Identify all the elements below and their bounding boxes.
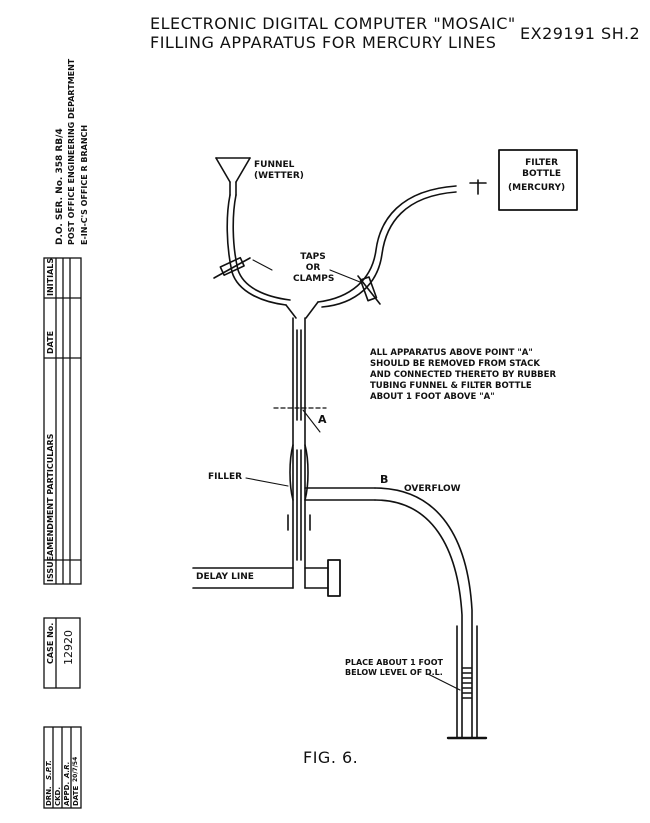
place-line-1: PLACE ABOUT 1 FOOT	[345, 658, 443, 667]
filler-label: FILLER	[208, 472, 243, 482]
title-line-1: ELECTRONIC DIGITAL COMPUTER "MOSAIC"	[150, 14, 516, 33]
point-b-label: B	[380, 473, 389, 486]
point-a-label: A	[318, 413, 327, 426]
funnel-label-line-1: FUNNEL	[254, 160, 295, 170]
taps-line-1: TAPS	[300, 252, 326, 262]
measuring-cylinder	[446, 625, 488, 740]
note-line-2: SHOULD BE REMOVED FROM STACK	[370, 359, 540, 369]
filter-bottle	[498, 149, 578, 211]
place-line-2: BELOW LEVEL OF D.L.	[345, 668, 443, 677]
note-line-3: AND CONNECTED THERETO BY RUBBER	[370, 370, 556, 380]
filter-bottle-line-2: BOTTLE	[522, 169, 562, 179]
figure-label: FIG. 6.	[303, 748, 359, 767]
taps-label: TAPS OR CLAMPS	[293, 252, 335, 285]
left-tap	[213, 256, 251, 279]
drawing-number: EX29191 SH.2	[520, 24, 641, 43]
filter-bottle-label: FILTER BOTTLE (MERCURY)	[508, 158, 565, 194]
note-line-5: ABOUT 1 FOOT ABOVE "A"	[370, 392, 495, 402]
right-tap	[357, 275, 381, 305]
overflow-label: OVERFLOW	[404, 484, 461, 494]
filter-bottle-line-1: FILTER	[525, 158, 559, 168]
taps-line-2: OR	[305, 263, 321, 273]
note-line-4: TUBING FUNNEL & FILTER BOTTLE	[370, 381, 532, 391]
funnel-label-line-2: (WETTER)	[254, 171, 304, 181]
filter-bottle-line-3: (MERCURY)	[508, 183, 566, 193]
note-line-1: ALL APPARATUS ABOVE POINT "A"	[370, 348, 533, 358]
funnel	[215, 157, 251, 196]
delay-line-label: DELAY LINE	[196, 572, 254, 582]
title-line-2: FILLING APPARATUS FOR MERCURY LINES	[150, 33, 497, 52]
funnel-label: FUNNEL (WETTER)	[254, 160, 304, 182]
note-label: ALL APPARATUS ABOVE POINT "A" SHOULD BE …	[354, 348, 556, 403]
delay-line	[192, 559, 341, 597]
taps-line-3: CLAMPS	[293, 274, 335, 284]
place-label: PLACE ABOUT 1 FOOT BELOW LEVEL OF D.L.	[345, 658, 443, 678]
